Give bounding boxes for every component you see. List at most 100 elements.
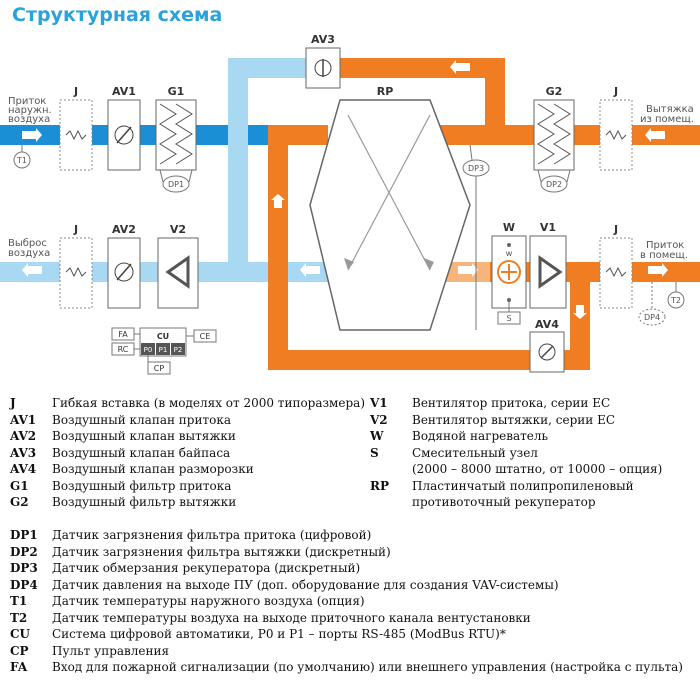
- legend-description: Датчик загрязнения фильтра притока (цифр…: [52, 528, 372, 542]
- legend-code: V2: [370, 412, 388, 427]
- rp-label: RP: [377, 85, 394, 98]
- room-exhaust-label-1: Вытяжка: [646, 104, 694, 115]
- legend-code: T1: [10, 594, 28, 608]
- legend-description: противоточный рекуператор: [412, 495, 596, 509]
- outlet-label-2: воздуха: [8, 248, 50, 259]
- p0-label: P0: [144, 346, 153, 354]
- legend-code: FA: [10, 660, 28, 674]
- g1-label: G1: [168, 85, 185, 98]
- supply-loop-left: [268, 140, 288, 370]
- legend-description: Датчик обмерзания рекуператора (дискретн…: [52, 561, 361, 575]
- legend-description: Воздушный клапан вытяжки: [52, 429, 236, 443]
- dp1-label: DP1: [168, 180, 184, 189]
- legend-description: Воздушный фильтр притока: [52, 478, 232, 493]
- legend-code: DP1: [10, 528, 38, 542]
- legend-description: Вентилятор притока, серии EC: [412, 396, 611, 410]
- av1-label: AV1: [112, 85, 136, 98]
- supply-loop-bottom: [268, 350, 588, 370]
- legend-code: AV1: [10, 412, 37, 427]
- legend-code: RP: [370, 478, 389, 493]
- outlet-label-1: Выброс: [8, 238, 47, 249]
- sensor-t1: [13, 151, 31, 169]
- legend-code: AV3: [10, 445, 37, 460]
- legend-code: DP4: [10, 577, 38, 592]
- legend-description: Датчик загрязнения фильтра вытяжки (диск…: [52, 544, 391, 559]
- legend-description: Датчик температуры воздуха на выходе при…: [52, 610, 531, 625]
- dp4-label: DP4: [644, 313, 660, 322]
- legend-description: Воздушный клапан притока: [52, 412, 231, 427]
- t2-label: T2: [670, 296, 681, 305]
- legend-description: Датчик давления на выходе ПУ (доп. обору…: [52, 577, 559, 592]
- legend-code: CU: [10, 627, 31, 641]
- damper-av2: [107, 237, 141, 309]
- legend-description: Вход для пожарной сигнализации (по умолч…: [52, 660, 683, 674]
- legend-code: AV4: [10, 462, 37, 476]
- legend-code: CP: [10, 643, 29, 658]
- filter-g1: [155, 99, 197, 171]
- sensor-dp1: [162, 175, 190, 193]
- v2-label: V2: [170, 223, 186, 236]
- legend-code: W: [370, 429, 384, 443]
- av4-label: AV4: [535, 318, 559, 331]
- av3-label: AV3: [311, 33, 335, 46]
- fa-label: FA: [118, 330, 128, 339]
- flexible-insert-exhaust: [59, 237, 93, 309]
- dp3-label: DP3: [468, 164, 484, 173]
- av2-label: AV2: [112, 223, 136, 236]
- legend-description: Вентилятор вытяжки, серии EC: [412, 412, 616, 427]
- recuperator: [309, 99, 471, 331]
- room-supply-label-2: в помещ.: [640, 250, 688, 261]
- w-label: W: [503, 221, 515, 234]
- inlet-duct: [0, 125, 298, 145]
- legend-code: G2: [10, 495, 29, 509]
- p2-label: P2: [174, 346, 183, 354]
- legend-code: DP2: [10, 544, 38, 559]
- legend-description: Система цифровой автоматики, P0 и P1 – п…: [52, 627, 506, 641]
- ce-label: CE: [200, 332, 211, 341]
- v1-label: V1: [540, 221, 556, 234]
- bypass-duct-orange: [340, 58, 505, 78]
- legend-code: AV2: [10, 429, 37, 443]
- filter-g2: [533, 99, 575, 171]
- page-title: Структурная схема: [12, 4, 223, 26]
- inlet-label-3: воздуха: [8, 114, 50, 125]
- w-small-label: w: [506, 249, 513, 258]
- bypass-duct-top: [228, 58, 328, 78]
- cu-label: CU: [157, 332, 169, 341]
- g2-label: G2: [546, 85, 563, 98]
- schematic-diagram: RP J J J J AV1 G1 DP1 T1 AV2 V2 AV3 G2 D…: [0, 33, 700, 375]
- j-label-1: J: [73, 85, 78, 98]
- legend-description: Воздушный клапан разморозки: [52, 462, 254, 476]
- legend-description: Пластинчатый полипропиленовый: [412, 478, 634, 493]
- legend-description: Пульт управления: [52, 643, 170, 658]
- legend-description: Воздушный фильтр вытяжки: [52, 495, 237, 509]
- legend-description: Воздушный клапан байпаса: [52, 445, 231, 460]
- t1-label: T1: [16, 156, 27, 165]
- cp-label: CP: [154, 364, 165, 373]
- legend-code: DP3: [10, 561, 38, 575]
- j-label-3: J: [613, 85, 618, 98]
- bypass-duct-left: [228, 58, 248, 268]
- legend-description: (2000 – 8000 штатно, от 10000 – опция): [412, 462, 663, 476]
- inlet-label-1: Приток: [8, 96, 46, 107]
- legend-description: Водяной нагреватель: [412, 429, 549, 443]
- legend-code: T2: [10, 610, 28, 625]
- fan-v2: [157, 237, 199, 309]
- room-exhaust-label-2: из помещ.: [640, 114, 694, 125]
- room-supply-label-1: Приток: [646, 240, 684, 251]
- s-label: S: [506, 314, 511, 323]
- legend-description: Гибкая вставка (в моделях от 2000 типора…: [52, 396, 366, 410]
- sensor-dp4: [638, 308, 666, 326]
- p1-label: P1: [159, 346, 168, 354]
- j-label-2: J: [73, 223, 78, 236]
- control-unit-block: FA RC CU P0 P1 P2 CE CP: [111, 327, 217, 375]
- legend-description: Датчик температуры наружного воздуха (оп…: [52, 594, 365, 608]
- sensor-t2: [667, 291, 685, 309]
- inlet-label-2: наружн.: [8, 105, 52, 116]
- legend-description: Смесительный узел: [412, 445, 538, 460]
- legend-code: S: [370, 445, 379, 460]
- sensor-dp2: [540, 175, 568, 193]
- legend-code: V1: [370, 396, 388, 410]
- legend-code: G1: [10, 478, 29, 493]
- dp2-label: DP2: [546, 180, 562, 189]
